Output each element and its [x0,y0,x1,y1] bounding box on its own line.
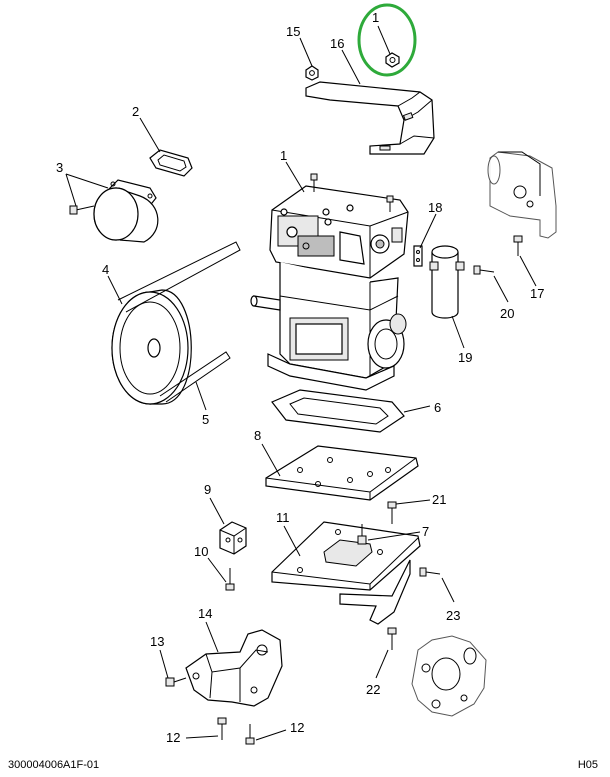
bolt-22 [387,627,397,650]
bracket-14 [185,629,283,707]
highlight-circle [357,3,417,77]
plate-11 [271,521,421,625]
callout-16: 16 [330,36,344,51]
callout-1-compressor: 1 [280,148,287,163]
bracket-18 [413,245,423,267]
nut-1-highlighted [385,52,400,68]
drawing-number: 300004006A1F-01 [8,759,100,771]
callout-11: 11 [276,510,290,525]
callout-18: 18 [428,200,442,215]
callout-14: 14 [198,606,212,621]
callout-9: 9 [204,482,211,497]
pulley-4 [111,289,192,405]
bracket-16 [305,81,435,155]
callout-1-top: 1 [372,10,379,25]
callout-2: 2 [132,104,139,119]
bolt-17 [513,235,523,256]
callout-12-right: 12 [290,720,304,735]
callout-8: 8 [254,428,261,443]
callout-20: 20 [500,306,514,321]
gasket-2 [149,149,193,177]
callout-3: 3 [56,160,63,175]
bolt-13 [165,677,187,687]
plate-8 [265,445,419,501]
leader-lines [65,25,537,741]
callout-19: 19 [458,350,472,365]
callout-7: 7 [422,524,429,539]
screw-3 [69,205,95,215]
bolt-12-right [245,724,255,745]
callout-21: 21 [432,492,446,507]
nut-15 [305,65,319,81]
block-9 [219,521,247,555]
callout-13: 13 [150,634,164,649]
callout-10: 10 [194,544,208,559]
callout-23: 23 [446,608,460,623]
callout-15: 15 [286,24,300,39]
compressor-1 [250,173,409,391]
callout-22: 22 [366,682,380,697]
bolt-21 [387,501,397,524]
gasket-6 [271,389,405,433]
governor-3 [93,179,159,243]
bolt-12-left [217,717,227,740]
callout-labels: 1 15 16 2 3 1 18 17 20 19 4 5 6 8 21 9 1… [56,10,544,745]
cylinder-19 [429,245,465,319]
ghost-housing [411,635,487,717]
bolt-20 [473,265,495,275]
belt-5 [117,241,241,403]
sheet-code: H05 [577,759,598,771]
bolt-7 [357,524,367,545]
callout-12-left: 12 [166,730,180,745]
bolt-23 [419,567,441,577]
callout-6: 6 [434,400,441,415]
bolt-10 [225,568,235,591]
callout-17: 17 [530,286,544,301]
callout-5: 5 [202,412,209,427]
callout-4: 4 [102,262,109,277]
ghost-bracket-17 [487,151,557,239]
